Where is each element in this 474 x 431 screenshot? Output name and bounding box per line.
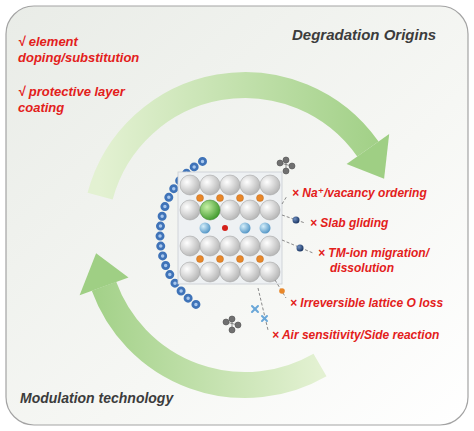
section-heading: Degradation Origins [292,26,436,45]
background-panel [6,6,468,425]
layered-structure [178,172,282,284]
strategy-label: √ element doping/substitution [18,34,153,67]
degradation-label: × Slab gliding [310,216,388,231]
degradation-label: × Na⁺/vacancy ordering [292,186,427,201]
graphite-cluster [223,157,295,333]
degradation-label: × Irreversible lattice O loss [290,296,443,311]
degradation-label: × TM-ion migration/ dissolution [318,246,446,276]
degradation-label: × Air sensitivity/Side reaction [272,328,439,343]
strategy-label: √ protective layer coating [18,84,148,117]
section-heading: Modulation technology [20,390,173,408]
